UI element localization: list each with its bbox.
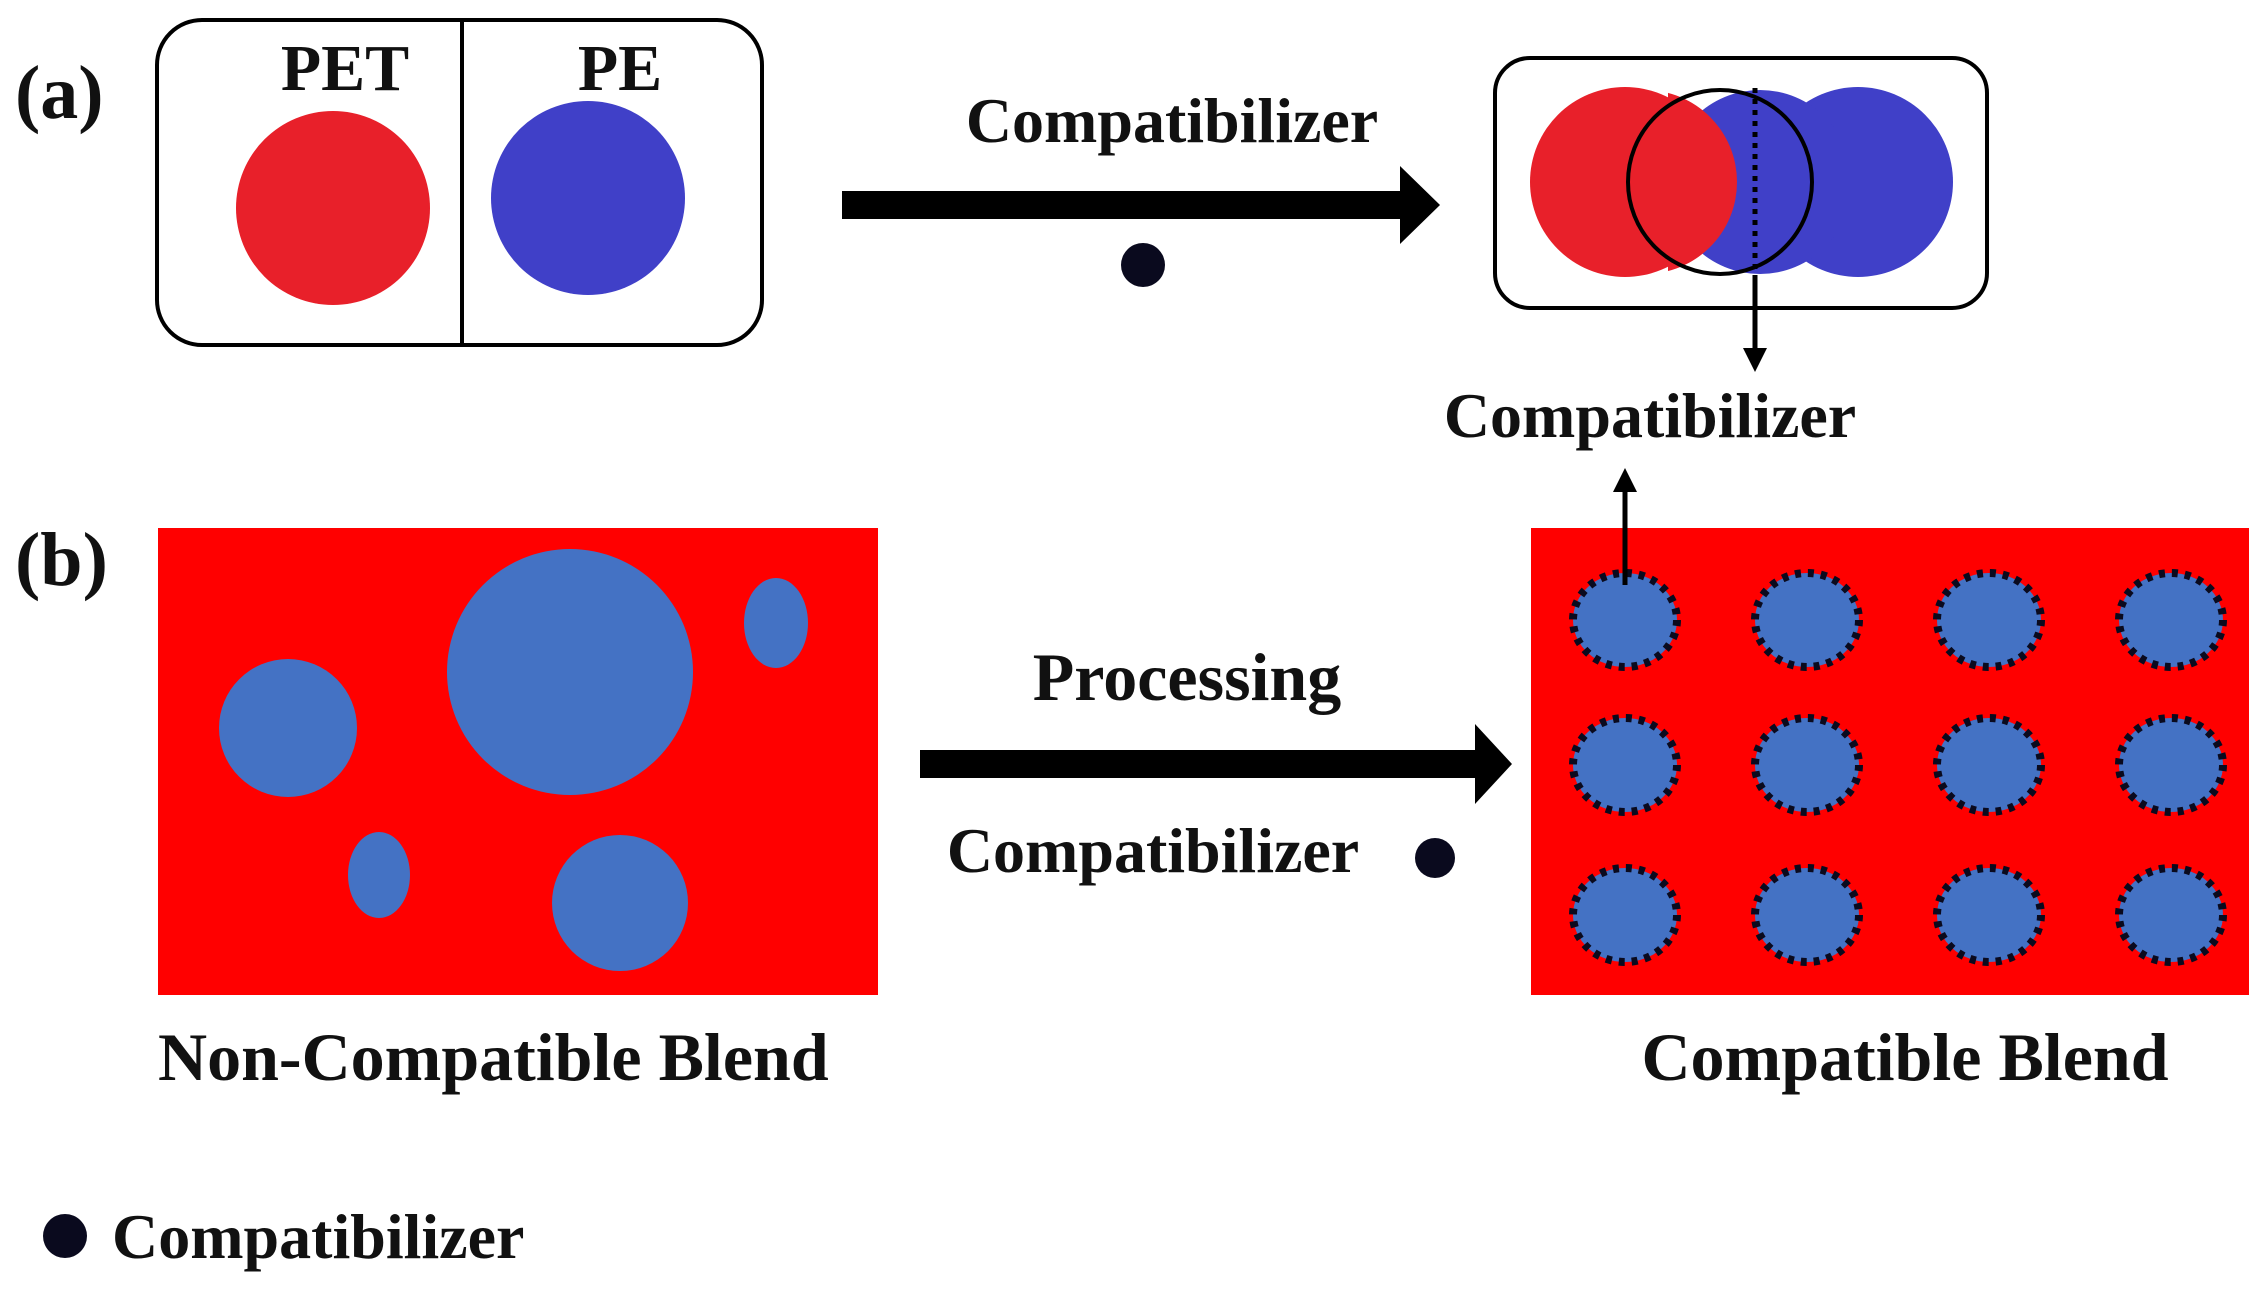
arrow-b bbox=[920, 724, 1512, 804]
dispersed-droplet bbox=[744, 578, 808, 668]
interface-pointer-down bbox=[1743, 278, 1767, 372]
joined-polymers-box bbox=[1493, 56, 1989, 310]
legend: Compatibilizer bbox=[43, 1201, 524, 1272]
compatibilized-droplet bbox=[2115, 864, 2227, 966]
compatibilized-droplet bbox=[1569, 714, 1681, 816]
compatibilized-droplet bbox=[1751, 864, 1863, 966]
separated-polymers-box: PET PE bbox=[155, 18, 764, 347]
processing-label: Processing bbox=[1033, 639, 1342, 715]
compatible-caption: Compatible Blend bbox=[1641, 1019, 2168, 1095]
compatibilizer-dot-b bbox=[1415, 838, 1455, 878]
panel-b-label: (b) bbox=[15, 518, 108, 602]
non-compatible-blend bbox=[158, 528, 878, 995]
pe-label: PE bbox=[578, 32, 662, 105]
pe-particle bbox=[491, 101, 685, 295]
arrow-a-label: Compatibilizer bbox=[966, 85, 1378, 156]
panel-a-label: (a) bbox=[15, 51, 104, 135]
interface-compatibilizer-label: Compatibilizer bbox=[1444, 380, 1856, 451]
legend-compatibilizer-label: Compatibilizer bbox=[112, 1201, 524, 1272]
compatible-blend bbox=[1531, 528, 2249, 995]
compatibilized-droplet bbox=[1569, 569, 1681, 671]
dispersed-droplet bbox=[447, 549, 693, 795]
compatibilized-droplet bbox=[2115, 569, 2227, 671]
compatibilized-droplet bbox=[1933, 864, 2045, 966]
dispersed-droplet bbox=[219, 659, 357, 797]
compatibilized-droplet bbox=[1933, 714, 2045, 816]
compatibilized-droplet bbox=[1569, 864, 1681, 966]
non-compatible-caption: Non-Compatible Blend bbox=[158, 1019, 829, 1095]
interface-outline bbox=[1626, 88, 1814, 276]
processing-compatibilizer-label: Compatibilizer bbox=[947, 815, 1359, 886]
arrow-a bbox=[842, 166, 1440, 244]
dispersed-droplet bbox=[552, 835, 688, 971]
compatibilized-droplet bbox=[2115, 714, 2227, 816]
compatibilized-droplet bbox=[1751, 714, 1863, 816]
compatibilized-droplet bbox=[1751, 569, 1863, 671]
pet-label: PET bbox=[281, 32, 409, 105]
compatibilized-droplet bbox=[1933, 569, 2045, 671]
legend-compatibilizer-dot bbox=[43, 1214, 87, 1258]
dispersed-droplet bbox=[348, 832, 410, 918]
compatibilized-droplet-grid bbox=[1569, 569, 2227, 966]
compatibilizer-dot-a bbox=[1121, 243, 1165, 287]
pet-particle bbox=[236, 111, 430, 305]
droplet-pointer-up bbox=[1613, 468, 1637, 585]
